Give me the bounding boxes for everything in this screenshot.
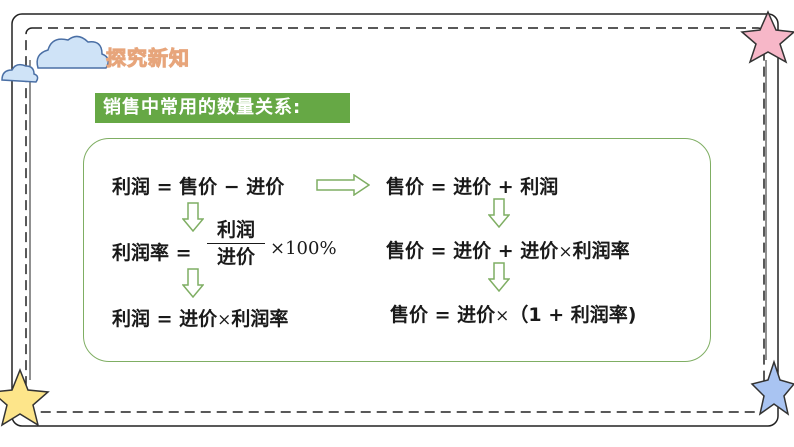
formula-part: 利润率 (572, 240, 630, 262)
formula-price-factored: 售价 = 进价×（1 + 利润率) (390, 300, 636, 327)
times-sign: × (495, 306, 510, 326)
star-icon (0, 367, 50, 427)
profit-rate-fraction: 利润 进价 (205, 218, 267, 269)
formula-profit-by-rate: 利润 = 进价×利润率 (112, 304, 288, 331)
formula-price: 售价 = 进价 + 利润 (386, 176, 559, 198)
times-sign: × (558, 242, 573, 262)
arrow-right-icon (316, 174, 370, 196)
section-title: 探究新知 (106, 46, 190, 71)
arrow-down-icon (488, 262, 510, 292)
formula-profit: 利润 = 售价 − 进价 (112, 176, 285, 198)
heading-banner: 销售中常用的数量关系: (95, 93, 350, 123)
arrow-down-icon (182, 268, 204, 298)
star-icon (740, 10, 794, 64)
cloud-icon (1, 35, 109, 83)
formula-part: 售价 = 进价 + 进价 (386, 240, 559, 262)
arrow-down-icon (182, 202, 204, 232)
fraction-denominator: 进价 (216, 246, 255, 268)
formula-part: 利润 = 进价 (112, 308, 218, 330)
formula-part: 售价 = 进价 (390, 304, 496, 326)
outer-frame-border (11, 13, 779, 427)
star-icon (750, 359, 794, 416)
times-sign: × (217, 310, 232, 330)
fraction-bar (207, 243, 265, 244)
formula-profit-rate-suffix: ×100% (270, 238, 337, 259)
arrow-down-icon (488, 198, 510, 228)
fraction-numerator: 利润 (216, 219, 255, 241)
formula-box (83, 138, 711, 362)
inner-dashed-border (25, 27, 765, 413)
formula-profit-rate-prefix: 利润率 = (112, 242, 192, 264)
formula-price-by-cost-rate: 售价 = 进价 + 进价×利润率 (386, 236, 630, 263)
formula-part: 利润率 (231, 308, 289, 330)
formula-part: （1 + 利润率) (509, 304, 637, 326)
